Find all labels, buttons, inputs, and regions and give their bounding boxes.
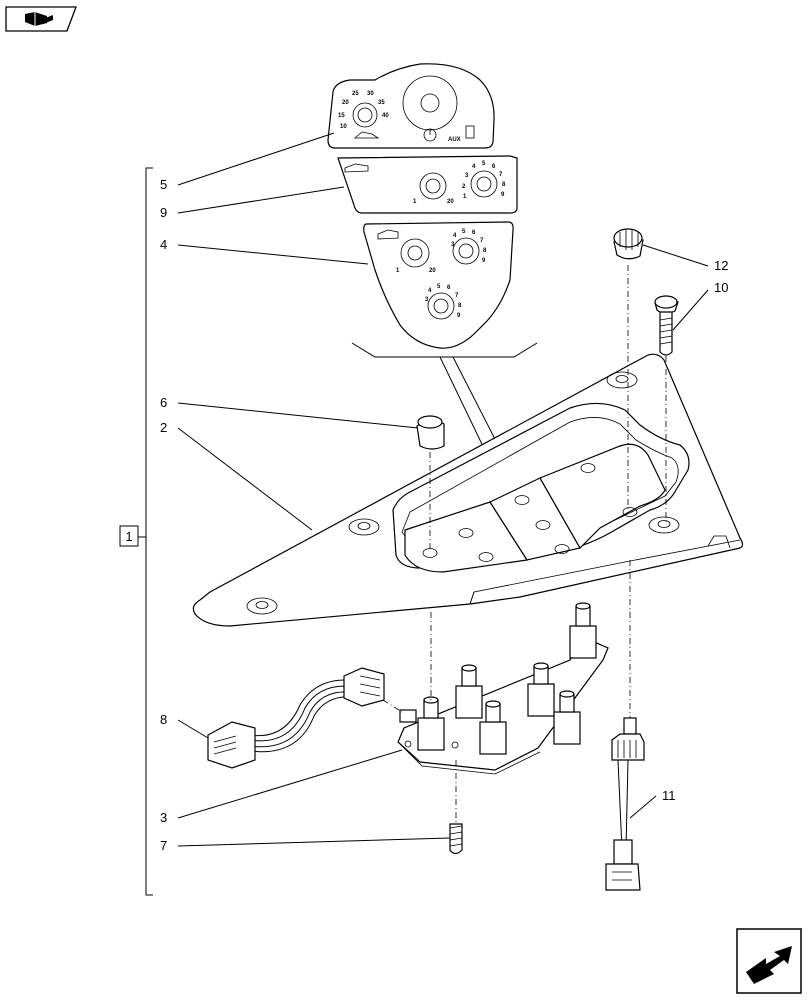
svg-text:3: 3 <box>160 810 167 825</box>
svg-text:3: 3 <box>465 173 469 179</box>
svg-text:7: 7 <box>499 172 503 178</box>
svg-text:8: 8 <box>458 303 462 309</box>
svg-text:4: 4 <box>160 237 167 252</box>
svg-text:AUX: AUX <box>448 137 461 143</box>
svg-text:35: 35 <box>378 100 385 106</box>
svg-text:9: 9 <box>501 192 505 198</box>
bolt <box>654 295 679 356</box>
assembly-bracket: 1 <box>119 167 153 896</box>
svg-text:5: 5 <box>482 161 486 167</box>
svg-text:12: 12 <box>714 258 728 273</box>
svg-text:10: 10 <box>714 280 728 295</box>
svg-text:7: 7 <box>455 293 459 299</box>
clock-icon <box>423 128 437 142</box>
callout-1: 1 <box>125 529 132 544</box>
svg-text:4: 4 <box>428 288 432 294</box>
loader-symbol-icon <box>377 229 399 240</box>
svg-text:20: 20 <box>429 268 436 274</box>
svg-text:1: 1 <box>463 194 467 200</box>
catalog-nav-button[interactable] <box>5 6 77 32</box>
svg-text:40: 40 <box>382 113 389 119</box>
svg-text:4: 4 <box>472 164 476 170</box>
next-page-arrow-icon <box>736 928 802 994</box>
svg-text:5: 5 <box>437 284 441 290</box>
svg-text:20: 20 <box>342 100 349 106</box>
console-cover <box>192 353 744 627</box>
label-panel-lower: 1 20 3 4 5 6 7 8 9 3 4 5 6 7 8 9 <box>363 221 514 349</box>
svg-text:7: 7 <box>160 838 167 853</box>
wiring-harness <box>207 667 385 769</box>
svg-text:11: 11 <box>662 788 676 803</box>
svg-text:6: 6 <box>492 164 496 170</box>
svg-text:1: 1 <box>413 199 417 205</box>
tractor-symbol-icon <box>353 131 380 139</box>
svg-text:3: 3 <box>451 242 455 248</box>
svg-text:9: 9 <box>482 258 486 264</box>
loader-symbol-icon <box>344 163 369 173</box>
svg-text:2: 2 <box>160 420 167 435</box>
svg-text:6: 6 <box>160 395 167 410</box>
svg-text:2: 2 <box>462 184 466 190</box>
callout-labels: 5 9 4 6 2 8 3 7 12 10 11 <box>160 132 728 853</box>
knob-small <box>416 415 445 450</box>
svg-text:4: 4 <box>453 233 457 239</box>
label-panel-top: 10 15 20 25 30 35 40 AUX <box>327 63 495 149</box>
knob-cap <box>613 228 644 260</box>
svg-text:20: 20 <box>447 199 454 205</box>
potentiometer-board <box>397 602 609 775</box>
svg-text:8: 8 <box>483 248 487 254</box>
board-connector <box>399 709 417 723</box>
svg-text:10: 10 <box>340 124 347 130</box>
svg-text:1: 1 <box>396 268 400 274</box>
aux-symbol-icon <box>465 125 475 139</box>
svg-text:8: 8 <box>160 712 167 727</box>
svg-text:15: 15 <box>338 113 345 119</box>
svg-text:25: 25 <box>352 91 359 97</box>
svg-text:3: 3 <box>425 297 429 303</box>
svg-text:30: 30 <box>367 91 374 97</box>
svg-text:8: 8 <box>502 182 506 188</box>
catalog-book-icon <box>5 6 77 32</box>
label-panel-middle: 1 20 1 2 3 4 5 6 7 8 9 <box>337 155 518 214</box>
svg-text:9: 9 <box>457 313 461 319</box>
next-page-button[interactable] <box>736 928 802 994</box>
svg-text:9: 9 <box>160 205 167 220</box>
svg-text:5: 5 <box>160 177 167 192</box>
screw <box>449 823 463 855</box>
sensor-cable <box>605 717 645 891</box>
svg-text:6: 6 <box>472 230 476 236</box>
svg-text:7: 7 <box>480 238 484 244</box>
svg-text:5: 5 <box>462 229 466 235</box>
svg-text:6: 6 <box>447 285 451 291</box>
